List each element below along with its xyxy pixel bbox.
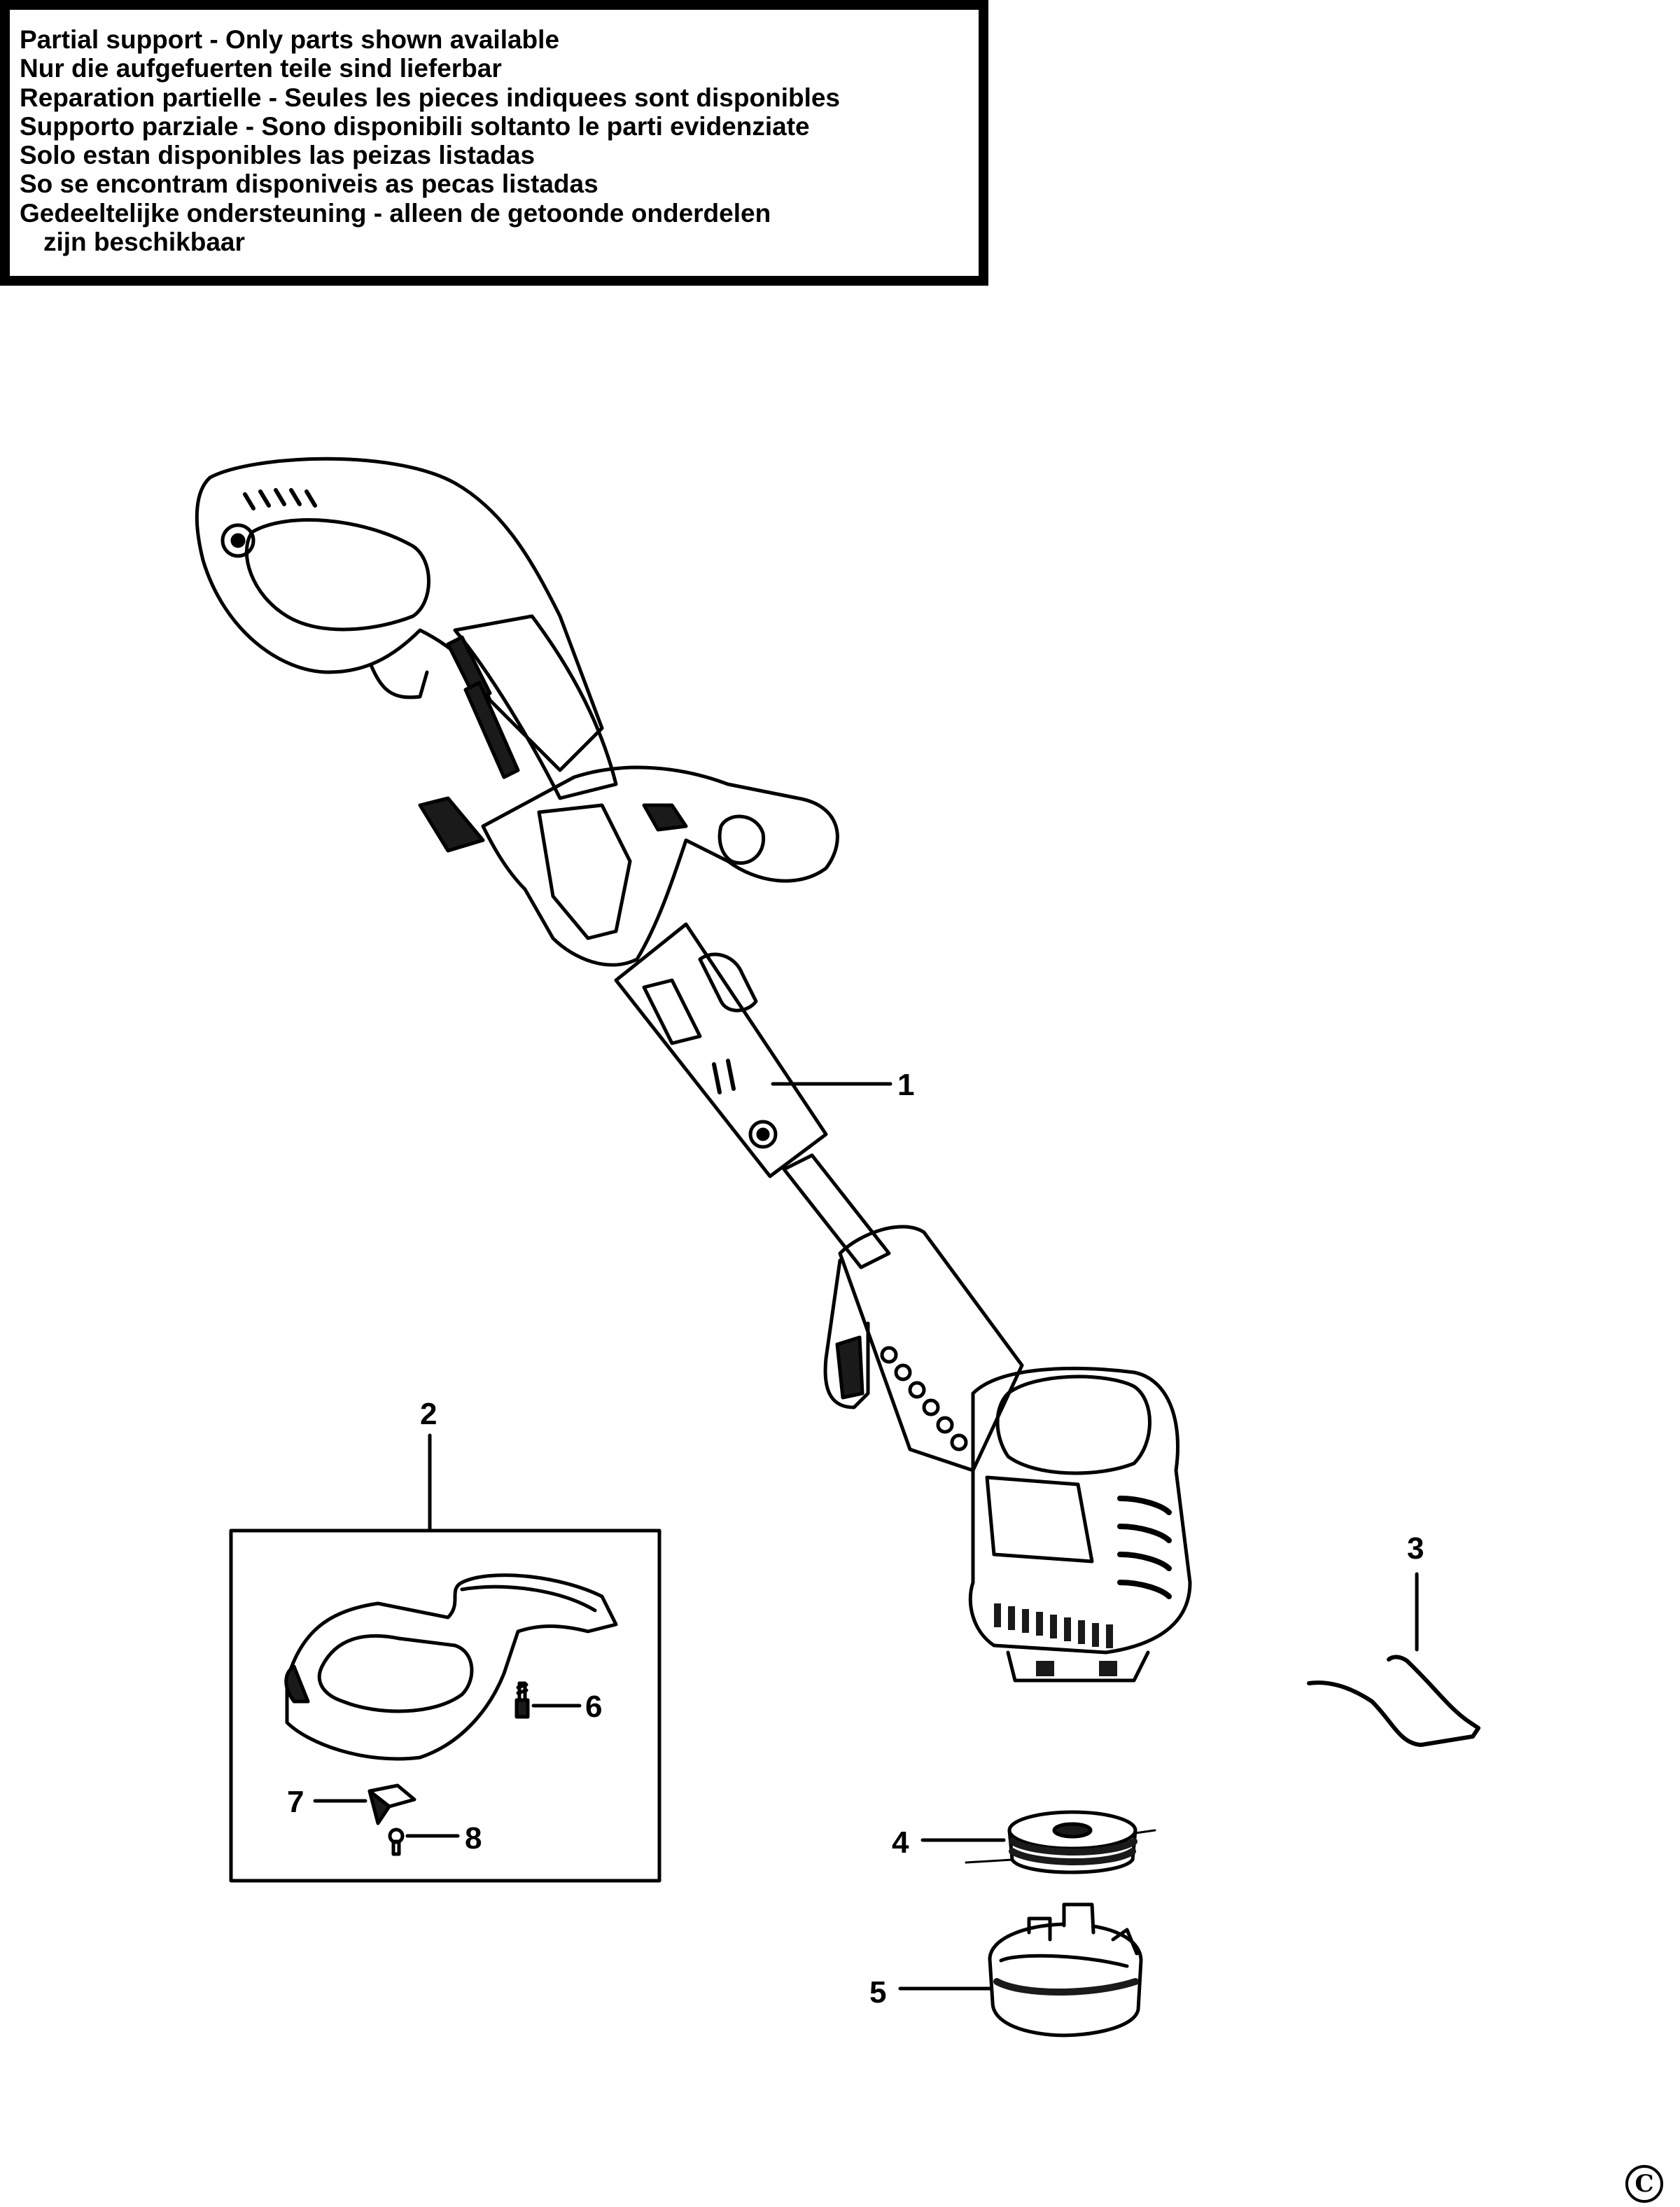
shaft-tube — [782, 1153, 891, 1269]
callout-4: 4 — [892, 1825, 909, 1860]
collar-screw — [748, 1120, 778, 1149]
shaft-collar — [614, 922, 828, 1178]
housing-slot-2 — [463, 681, 520, 779]
collar-release-button — [698, 952, 758, 1012]
head-bottom-vents — [994, 1603, 1113, 1648]
rear-handle-inner — [244, 518, 430, 632]
kit-2-box — [229, 1529, 662, 1883]
head-front-window — [985, 1475, 1094, 1564]
notice-lines: Partial support - Only parts shown avail… — [20, 25, 840, 256]
callout-5: 5 — [869, 1975, 886, 2010]
front-handle-window — [537, 803, 632, 940]
trimmer-head-housing — [968, 1366, 1192, 1655]
trigger-switch — [369, 663, 429, 699]
copyright-mark: C — [1625, 2165, 1663, 2203]
part-4-spool-and-line — [965, 1810, 1156, 1874]
notice-line-pt: So se encontram disponiveis as pecas lis… — [20, 169, 598, 199]
part-1-trimmer-body — [195, 457, 1192, 1683]
notice-line-it: Supporto parziale - Sono disponibili sol… — [20, 111, 810, 141]
partial-support-notice: Partial support - Only parts shown avail… — [0, 0, 988, 286]
upper-housing — [453, 614, 618, 800]
notice-line-es: Solo estan disponibles las peizas listad… — [20, 141, 536, 170]
notice-line-nl: Gedeeltelijke ondersteuning - alleen de … — [20, 198, 771, 228]
front-aux-handle — [481, 765, 839, 967]
callout-1: 1 — [897, 1068, 914, 1102]
notice-line-fr: Reparation partielle - Seules les pieces… — [20, 83, 841, 112]
callout-2: 2 — [420, 1397, 437, 1431]
part-5-spool-cover — [988, 1902, 1143, 2038]
rear-handle — [195, 457, 604, 772]
head-top-cap — [995, 1374, 1152, 1475]
front-handle-grip — [418, 796, 485, 853]
part-8-screw — [388, 1827, 405, 1856]
notice-line-en: Partial support - Only parts shown avail… — [20, 25, 560, 54]
part-3-edge-guide-wire — [1307, 1655, 1480, 1747]
front-handle-knob — [718, 814, 766, 865]
callout-6: 6 — [585, 1690, 602, 1724]
collar-switch — [642, 978, 702, 1045]
notice-line-nl-cont: zijn beschikbaar — [43, 228, 245, 257]
head-spool-seat — [1006, 1650, 1150, 1683]
part-6-screw — [514, 1681, 530, 1719]
rear-handle-vents — [243, 488, 317, 510]
callout-7: 7 — [287, 1785, 304, 1819]
rear-handle-knob — [220, 523, 255, 558]
motor-vents — [880, 1346, 968, 1451]
notice-line-de: Nur die aufgefuerten teile sind lieferba… — [20, 54, 502, 83]
part-7-line-cutter — [368, 1783, 416, 1825]
part-2-guard — [284, 1573, 618, 1761]
callout-8: 8 — [465, 1821, 482, 1856]
callout-3: 3 — [1407, 1531, 1424, 1566]
motor-neck — [838, 1225, 1024, 1473]
edge-guide-hook — [823, 1258, 870, 1409]
